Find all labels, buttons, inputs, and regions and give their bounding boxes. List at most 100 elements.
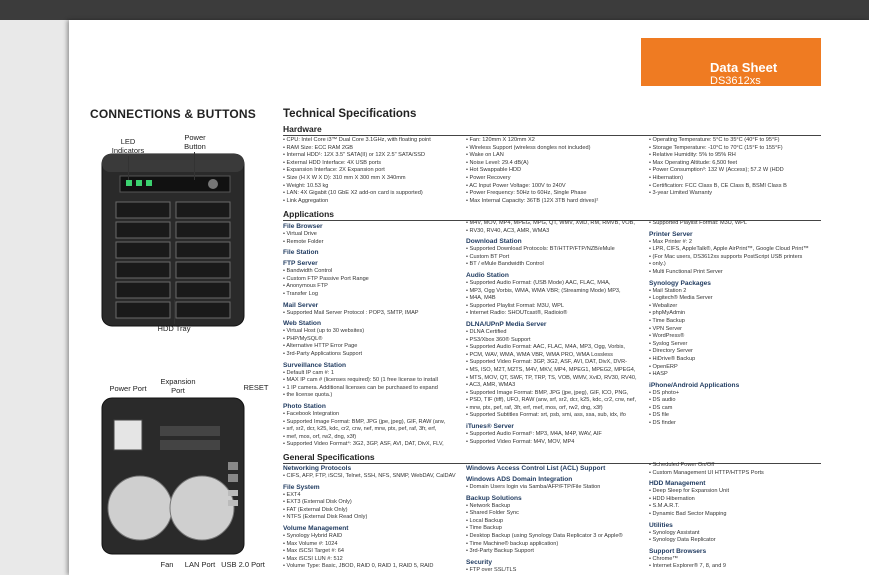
spec-item: Supported Image Format: BMP, JPG (jpe, j… [283,419,461,427]
spec-item: mrw, ptx, pef, raf, 3fr, erf, mef, mos, … [466,405,644,413]
spec-item: phpMyAdmin [649,310,821,318]
spec-item: srf, sr2, dcr, k25, kdc, cr2, crw, nef, … [283,426,461,434]
applications-column-3: Supported Playlist Format: M3U, WPLPrint… [649,220,821,428]
hdd-tray [115,281,171,299]
spec-item: Max Operating Altitude: 6,500 feet [649,160,821,168]
spec-item: Directory Server [649,348,821,356]
spec-item: CIFS, AFP, FTP, iSCSI, Telnet, SSH, NFS,… [283,473,461,481]
spec-item: Power Consumption³: 132 W (Access); 57.2… [649,167,821,175]
spec-item: Bandwidth Control [283,268,461,276]
spec-item: Max Volume #: 1024 [283,541,461,549]
label-hdd-tray: HDD Tray [157,324,191,333]
spec-item: MS, ISO, M2T, M2TS, M4V, MKV, MP4, MPEG1… [466,367,644,375]
spec-item: 1 IP camera. Additional licenses can be … [283,385,461,393]
hdd-tray [115,301,171,319]
spec-item: Virtual Host (up to 30 websites) [283,328,461,336]
spec-item: Local Backup [466,518,644,526]
spec-item: 3rd-Party Backup Support [466,548,644,556]
datasheet-model: DS3612xs [710,75,761,87]
spec-item: NTFS (External Disk Read Only) [283,514,461,522]
general-column-3: Scheduled Power On/OffCustom Management … [649,462,821,571]
hdd-tray [175,261,231,279]
viewer-top-bar [0,0,869,20]
spec-item: Max iSCSI Target #: 64 [283,548,461,556]
connections-title: CONNECTIONS & BUTTONS [90,107,256,121]
spec-item: Hibernation) [649,175,821,183]
viewer-margin [0,20,69,575]
spec-item: Transfer Log [283,291,461,299]
spec-item: Multi Functional Print Server [649,269,821,277]
spec-subheading: Support Browsers [649,547,707,555]
spec-item: Time Machine® backup application) [466,541,644,549]
spec-subheading: Windows Access Control List (ACL) Suppor… [466,465,606,472]
spec-subheading: Mail Server [283,301,319,309]
spec-item: Supported Video Format: 3GP, 3G2, ASF, A… [466,359,644,367]
spec-subheading: Synology Packages [649,279,711,287]
spec-item: Supported Playlist Format: M3U, WPL [466,303,644,311]
hardware-column-1: CPU: Intel Core i3™ Dual Core 3.1GHz, wi… [283,137,461,205]
spec-item: EXT3 (External Disk Only) [283,499,461,507]
spec-item: 3-year Limited Warranty [649,190,821,198]
hdd-tray [115,261,171,279]
label-fan: Fan [160,560,174,569]
spec-item: Webalizer [649,303,821,311]
spec-item: Noise Level: 29.4 dB(A) [466,160,644,168]
label-power-button: Power Button [184,133,206,151]
spec-item: Internal HDD¹: 12X 3.5" SATA(II) or 12X … [283,152,461,160]
spec-item: Hot Swappable HDD [466,167,644,175]
general-column-2: Windows Access Control List (ACL) Suppor… [466,462,644,574]
spec-item: Expansion Interface: 2X Expansion port [283,167,461,175]
spec-item: RAM Size: ECC RAM 2GB [283,145,461,153]
spec-subheading: Volume Management [283,524,349,532]
spec-item: only.) [649,261,821,269]
spec-item: DS photo+ [649,390,821,398]
hardware-heading: Hardware [283,124,322,134]
spec-subheading: Networking Protocols [283,465,352,472]
spec-item: AC Input Power Voltage: 100V to 240V [466,183,644,191]
spec-subheading: Backup Solutions [466,494,522,502]
spec-item: Volume Type: Basic, JBOD, RAID 0, RAID 1… [283,563,461,571]
spec-item: Max Internal Capacity: 36TB (12X 3TB har… [466,198,644,206]
spec-item: Custom Management UI HTTP/HTTPS Ports [649,470,821,478]
spec-item: DS file [649,412,821,420]
spec-item: Alternative HTTP Error Page [283,343,461,351]
spec-item: HiDrive® Backup [649,356,821,364]
spec-item: Deep Sleep for Expansion Unit [649,488,821,496]
spec-subheading: Surveillance Station [283,361,347,369]
spec-item: Supported Audio Format: AAC, FLAC, M4A, … [466,344,644,352]
spec-item: CPU: Intel Core i3™ Dual Core 3.1GHz, wi… [283,137,461,145]
spec-item: VPN Server [649,326,821,334]
spec-subheading: Security [466,558,493,566]
spec-subheading: File Browser [283,223,323,230]
spec-subheading: Printer Server [649,230,693,238]
spec-subheading: File Station [283,249,319,257]
spec-item: LPR, CIFS, AppleTalk®, Apple AirPrint™, … [649,246,821,254]
spec-item: Storage Temperature: -10°C to 70°C (15°F… [649,145,821,153]
spec-item: Network Backup [466,503,644,511]
leader-line [174,300,175,324]
spec-item: Mail Station 2 [649,288,821,296]
spec-item: Domain Users login via Samba/AFP/FTP/Fil… [466,484,644,492]
hdd-tray [175,281,231,299]
spec-item: DS cam [649,405,821,413]
label-led-indicators: LED Indicators [111,137,145,155]
spec-item: Chrome™ [649,556,821,564]
spec-item: Remote Folder [283,239,461,247]
spec-item: FTP over SSL/TLS [466,567,644,575]
spec-subheading: Windows ADS Domain Integration [466,476,573,483]
spec-item: HASP [649,371,821,379]
spec-item: Supported Video Format: M4V, MOV, MP4 [466,439,644,447]
spec-item: Default IP cam #: 1 [283,370,461,378]
spec-item: Size (H X W X D): 310 mm X 300 mm X 340m… [283,175,461,183]
general-column-1: Networking ProtocolsCIFS, AFP, FTP, iSCS… [283,462,461,571]
spec-item: Facebook Integration [283,411,461,419]
spec-item: AC3, AMR, WMA3 [466,382,644,390]
spec-item: FAT (External Disk Only) [283,507,461,515]
spec-item: Supported Download Protocols: BT/HTTP/FT… [466,246,644,254]
spec-item: S.M.A.R.T. [649,503,821,511]
spec-subheading: DLNA/UPnP Media Server [466,320,547,328]
general-heading: General Specifications [283,452,375,462]
hardware-column-3: Operating Temperature: 5°C to 35°C (40°F… [649,137,821,198]
spec-item: Supported Mail Server Protocol : POP3, S… [283,310,461,318]
rule [283,463,821,464]
